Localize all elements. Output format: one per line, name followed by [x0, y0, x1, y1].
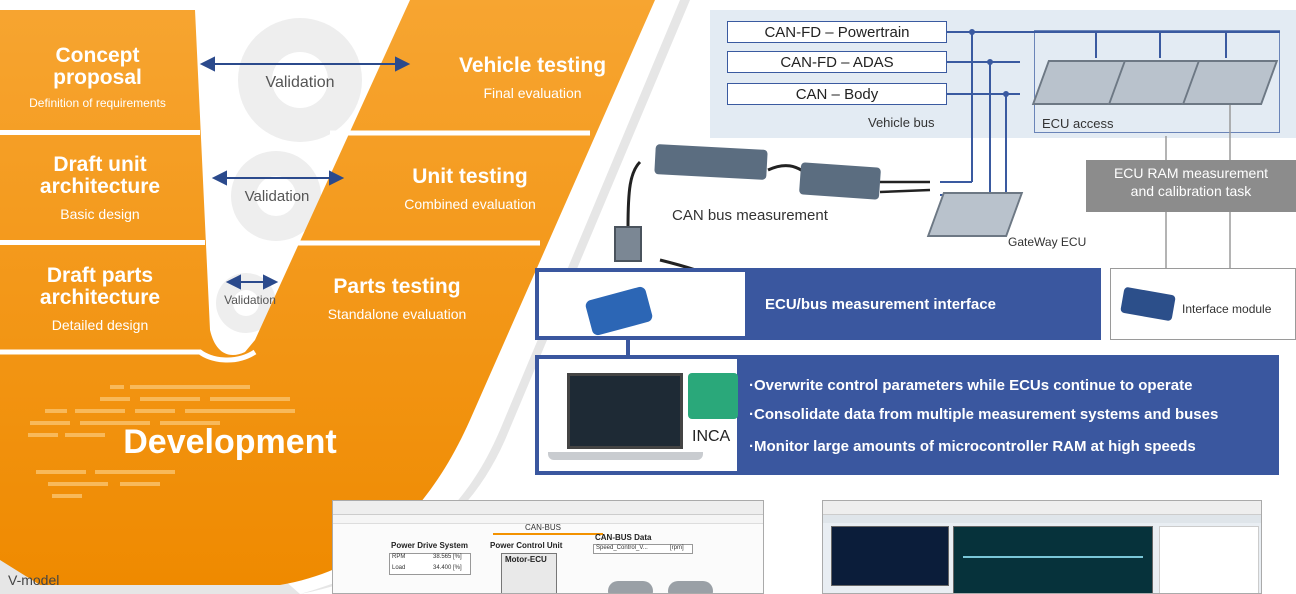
stage-concept-proposal: Concept proposal Definition of requireme… [0, 44, 195, 111]
ecu-access-label: ECU access [1042, 116, 1114, 131]
ss-power-control-unit: Power Control Unit [490, 541, 563, 550]
inca-label: INCA [692, 428, 731, 445]
v-body [0, 0, 655, 585]
ss-table [389, 553, 471, 575]
validation-label: Validation [244, 188, 310, 205]
stage-subtitle: Definition of requirements [29, 96, 166, 111]
measurement-interface-label: ECU/bus measurement interface [765, 296, 996, 313]
can-bus-measurement-label: CAN bus measurement [672, 207, 828, 224]
validation-label: Validation [265, 74, 335, 91]
stage-title-line: Draft parts [46, 264, 154, 287]
stage-title-line: proposal [53, 66, 142, 90]
laptop-base [548, 452, 703, 460]
ss-can-data-unit: [rpm] [670, 545, 684, 551]
window-toolbar [823, 515, 1261, 523]
inca-feature: ·Consolidate data from multiple measurem… [749, 406, 1219, 423]
ecu-device [1181, 60, 1279, 105]
stage-title-line: architecture [39, 175, 161, 199]
can-interface-device [654, 144, 768, 180]
software-screenshot-left: CAN-BUS Power Drive System Power Control… [332, 500, 764, 594]
gear-icon-large [238, 18, 362, 142]
gateway-ecu-device [926, 192, 1024, 237]
inca-logo-icon [688, 373, 738, 419]
can-interface-device [798, 162, 882, 200]
stage-parts-testing: Parts testing Standalone evaluation [297, 275, 497, 323]
interface-module-label: Interface module [1182, 302, 1272, 316]
software-screenshot-right [822, 500, 1262, 594]
ss-scope-panel [831, 526, 949, 586]
db9-connector [614, 226, 642, 262]
stage-subtitle: Combined evaluation [404, 196, 536, 213]
ss-can-bus-data: CAN-BUS Data [595, 533, 652, 542]
ecu-ram-task-box: ECU RAM measurement and calibration task [1086, 160, 1296, 212]
bus-label-body: CAN – Body [727, 83, 947, 105]
v-model-caption: V-model [8, 572, 60, 588]
ss-motor-ecu-box [501, 553, 557, 593]
bus-label-adas: CAN-FD – ADAS [727, 51, 947, 73]
ss-power-drive-system: Power Drive System [391, 541, 468, 550]
ss-motor-graphic [608, 581, 653, 593]
validation-arrow-3 [225, 274, 279, 290]
stage-title-line: Concept [55, 44, 140, 67]
ss-motor-ecu: Motor-ECU [505, 555, 547, 564]
stage-draft-parts-architecture: Draft parts architecture Detailed design [0, 264, 200, 334]
code-texture [28, 385, 295, 498]
stage-title-line: architecture [39, 286, 161, 310]
ecu-access-frame [1034, 30, 1280, 133]
validation-label: Validation [224, 293, 276, 307]
vehicle-bus-label: Vehicle bus [868, 115, 935, 130]
ss-side-list [1159, 526, 1259, 593]
window-titlebar [333, 501, 763, 515]
ecu-ram-task-line: ECU RAM measurement [1113, 165, 1269, 181]
ss-can-data-label: Speed_Control_V... [596, 545, 648, 551]
stage-subtitle: Detailed design [51, 317, 149, 334]
laptop-screen [567, 373, 683, 449]
window-titlebar [823, 501, 1261, 515]
stage-title-line: Draft unit [53, 153, 147, 176]
ss-can-data-row [593, 544, 693, 554]
ss-motor-graphic [668, 581, 713, 593]
stage-vehicle-testing: Vehicle testing Final evaluation [420, 54, 645, 102]
ss-orange-line [493, 533, 603, 535]
inca-feature: ·Overwrite control parameters while ECUs… [749, 377, 1193, 394]
stage-unit-testing: Unit testing Combined evaluation [370, 165, 570, 213]
gear-icon-small [216, 273, 276, 333]
inca-feature: ·Monitor large amounts of microcontrolle… [749, 438, 1196, 455]
ss-row1-value: 38.565 [%] [433, 554, 462, 560]
ss-row2-label: Load [392, 565, 406, 571]
stage-title: Parts testing [333, 275, 461, 298]
ss-graph-panel [953, 526, 1153, 593]
bus-label-powertrain: CAN-FD – Powertrain [727, 21, 947, 43]
stage-subtitle: Final evaluation [483, 85, 582, 102]
gateway-ecu-label: GateWay ECU [1008, 235, 1087, 249]
window-menubar [333, 515, 763, 524]
validation-arrow-1 [199, 56, 411, 72]
stage-draft-unit-architecture: Draft unit architecture Basic design [0, 153, 200, 223]
stage-title: Unit testing [412, 165, 528, 188]
stage-subtitle: Basic design [60, 206, 140, 223]
development-label: Development [123, 423, 337, 461]
stage-subtitle: Standalone evaluation [327, 306, 467, 323]
ss-row1-label: RPM [392, 554, 406, 560]
ss-graph-line [963, 556, 1143, 558]
stage-title: Vehicle testing [458, 54, 607, 77]
gear-icon-medium [231, 151, 321, 241]
ss-can-bus: CAN-BUS [525, 523, 562, 532]
ss-row2-value: 34.400 [%] [433, 565, 462, 571]
ecu-ram-task-line: and calibration task [1130, 183, 1252, 199]
validation-arrow-2 [211, 170, 345, 186]
